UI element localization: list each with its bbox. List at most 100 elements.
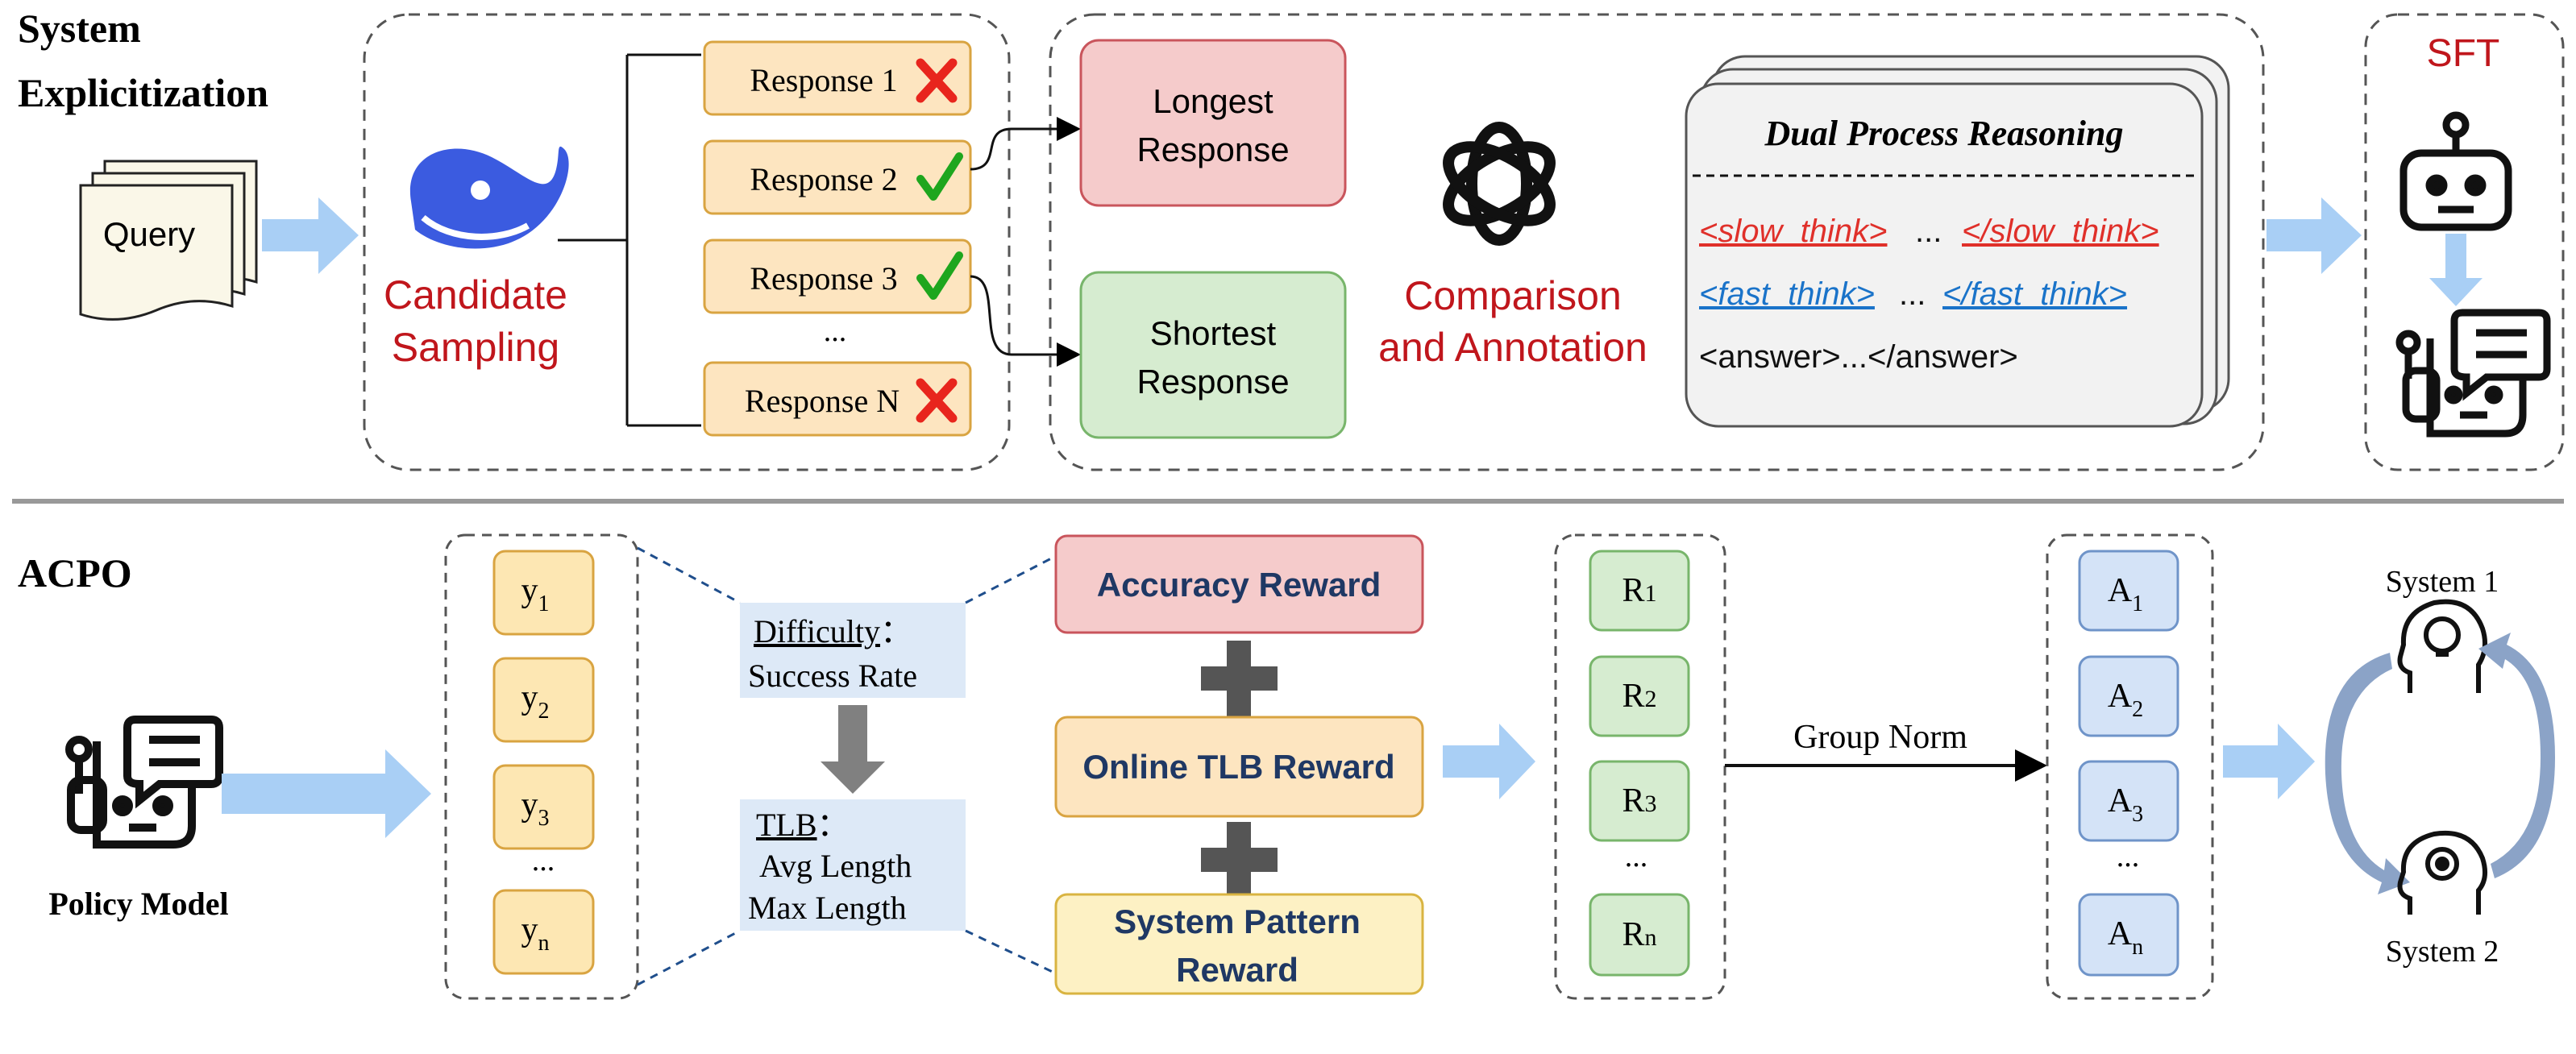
outputs-box [444, 533, 639, 1000]
arrow-policy-to-outputs [222, 749, 431, 838]
output-sub: 3 [538, 806, 550, 831]
advantage-a1: A1 [2078, 550, 2179, 632]
reward-base: R [1622, 678, 1644, 715]
sampling-bracket [558, 53, 701, 427]
response-ellipsis: ... [824, 314, 847, 348]
whale-logo-icon [409, 146, 569, 249]
reward-sub: 1 [1645, 580, 1657, 607]
tlb-colon: ： [817, 807, 850, 843]
longest-response-box: Longest Response [1079, 39, 1347, 207]
lightbulb-head-icon [2397, 599, 2488, 693]
reward-sub: 3 [1645, 790, 1657, 817]
query-document-stack: Query [79, 160, 258, 321]
sft-box [2364, 13, 2565, 471]
fast-ellipsis: ... [1899, 276, 1926, 312]
policy-robot-icon [65, 716, 223, 849]
system2-label: System 2 [2386, 935, 2499, 969]
reward-r2: R2 [1589, 655, 1690, 737]
tlb-title: TLB [756, 807, 817, 843]
tlb-line1: Avg Length [759, 848, 912, 884]
acpo-title: ACPO [18, 550, 132, 595]
advantage-ellipsis: ... [2117, 840, 2140, 873]
output-sub: 1 [538, 591, 550, 616]
advantage-base: A [2108, 782, 2133, 820]
arrow-to-shortest [970, 275, 1081, 367]
system-pattern-line1: System Pattern [1114, 903, 1361, 940]
response-box-1: Response 1 [703, 40, 972, 116]
section-title-line1: System [18, 6, 141, 51]
arrow-to-longest [970, 117, 1081, 171]
reward-sub: 2 [1645, 686, 1657, 712]
group-norm-label: Group Norm [1793, 719, 1967, 756]
svg-text:A3: A3 [2108, 782, 2143, 827]
robot-icon [2399, 111, 2512, 231]
reward-ellipsis: ... [1625, 840, 1648, 873]
output-sub: n [538, 931, 550, 956]
response-box-2: Response 2 [703, 139, 972, 215]
slow-open-tag: <slow_think> [1699, 214, 1887, 249]
comparison-label-line2: and Annotation [1378, 325, 1647, 370]
shortest-response-box: Shortest Response [1079, 271, 1347, 439]
svg-text:R2: R2 [1622, 678, 1656, 715]
zoom-line-top-right [965, 554, 1057, 604]
sampling-label-line2: Sampling [392, 325, 559, 370]
svg-text:A1: A1 [2108, 572, 2143, 616]
cross-icon [916, 58, 958, 103]
slow-ellipsis: ... [1915, 214, 1942, 249]
reward-base: R [1622, 782, 1644, 820]
chatbot-icon [2395, 309, 2551, 438]
plus-icon [1201, 822, 1278, 898]
tlb-line2: Max Length [748, 890, 907, 926]
accuracy-reward-box: Accuracy Reward [1054, 534, 1424, 634]
difficulty-title: Difficulty [754, 613, 880, 649]
response-label: Response N [745, 383, 900, 419]
output-yn: yn [492, 889, 595, 975]
system-pattern-line2: Reward [1176, 951, 1298, 989]
output-base: y [521, 786, 538, 824]
output-base: y [521, 572, 538, 609]
sampling-label-line1: Candidate [384, 272, 567, 317]
check-icon [916, 152, 963, 201]
online-tlb-reward-label: Online TLB Reward [1082, 748, 1394, 786]
advantage-sub: 2 [2132, 697, 2143, 722]
svg-text:A2: A2 [2108, 678, 2143, 722]
svg-text:TLB：: TLB： [756, 807, 850, 843]
fast-close-tag: </fast_think> [1942, 276, 2127, 312]
longest-line2: Response [1136, 131, 1289, 168]
difficulty-colon: ： [880, 613, 912, 649]
query-label: Query [103, 215, 195, 253]
advantage-an: An [2078, 893, 2179, 977]
output-ellipsis: ... [532, 844, 555, 878]
arrow-difficulty-to-tlb [821, 705, 885, 794]
arrow-rewards-to-r [1443, 724, 1535, 799]
advantage-base: A [2108, 572, 2133, 609]
longest-line1: Longest [1153, 82, 1273, 120]
advantage-sub: n [2132, 935, 2143, 960]
zoom-line-bottom-left [637, 929, 741, 986]
zoom-line-bottom-right [965, 929, 1057, 975]
system-pattern-reward-box: System Pattern Reward [1054, 893, 1424, 995]
arrow-query-to-sampling [262, 197, 359, 274]
zoom-line-top-left [637, 546, 741, 604]
output-base: y [521, 911, 538, 948]
cycle-arrows [2325, 633, 2555, 894]
reward-rn: Rn [1589, 893, 1690, 977]
difficulty-sub: Success Rate [748, 658, 917, 694]
shortest-line2: Response [1136, 363, 1289, 400]
openai-knot-icon [1443, 122, 1556, 246]
advantage-a3: A3 [2078, 760, 2179, 842]
response-label: Response 1 [750, 62, 897, 98]
online-tlb-reward-box: Online TLB Reward [1054, 716, 1424, 818]
svg-text:y3: y3 [521, 786, 550, 831]
output-sub: 2 [538, 699, 550, 724]
check-icon [916, 251, 963, 300]
svg-text:y1: y1 [521, 572, 550, 616]
arrow-to-systems [2223, 724, 2315, 799]
system1-label: System 1 [2386, 565, 2499, 599]
svg-text:R3: R3 [1622, 782, 1656, 820]
tlb-box: TLB： Avg Length Max Length [740, 799, 966, 931]
answer-line: <answer>...</answer> [1699, 339, 2018, 375]
difficulty-box: Difficulty： Success Rate [740, 603, 966, 698]
